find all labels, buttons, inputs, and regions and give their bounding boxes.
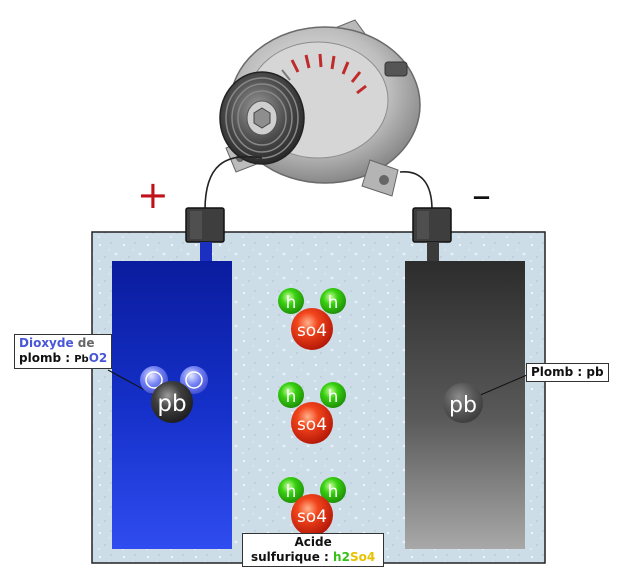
label-dioxyde-word1: Dioxyde [19,336,74,350]
label-plomb-text: Plomb : pb [531,365,604,379]
hydrogen-label: h [328,387,339,407]
lead-atom-positive [151,381,193,423]
molecule-pbo2: pb [140,366,208,423]
sulfate-label: so4 [297,321,327,341]
sulfate-label: so4 [297,415,327,435]
hydrogen-atom [320,382,346,408]
hydrogen-atom [278,477,304,503]
oxygen-atom-right [180,366,208,394]
molecule-h2so4-middle: h h so4 [278,382,346,444]
label-acide-formula-so4: So4 [349,550,376,564]
wire-positive [204,155,263,211]
label-dioxyde-word2: de [77,336,95,350]
label-lead: Plomb : pb [526,363,609,382]
label-acide-line1: Acide [294,535,332,549]
positive-sign: + [137,173,169,217]
lead-atom-negative [443,383,483,423]
hydrogen-label: h [328,482,339,502]
sulfate-ion [291,494,333,536]
negative-sign: – [472,173,491,217]
lead-atom-positive-label: pb [157,391,186,417]
sulfate-ion [291,402,333,444]
hydrogen-label: h [286,482,297,502]
label-dioxyde-formula-o2: O2 [88,351,108,365]
hydrogen-atom [278,288,304,314]
hydrogen-atom [320,288,346,314]
label-sulfuric-acid: Acide sulfurique : h2So4 [242,533,385,567]
sulfate-label: so4 [297,507,327,527]
hydrogen-label: h [286,387,297,407]
label-dioxyde-line2: plomb : [19,351,75,365]
label-dioxyde-formula-pb: Pb [74,354,89,365]
hydrogen-label: h [328,293,339,313]
sulfate-ion [291,308,333,350]
molecule-h2so4-bottom: h h so4 [278,477,346,536]
negative-connector [427,242,439,262]
hydrogen-label: h [286,293,297,313]
wire-negative [399,171,433,211]
hydrogen-atom [320,477,346,503]
label-acide-line2: sulfurique : [251,550,334,564]
label-acide-formula-h2: h2 [333,550,350,564]
molecule-h2so4-top: h h so4 [278,288,346,350]
positive-connector [200,242,212,262]
molecule-pb: pb [443,383,483,423]
hydrogen-atom [278,382,304,408]
lead-atom-negative-label: pb [449,393,477,418]
label-lead-dioxide: Dioxyde de plomb : PbO2 [14,334,113,369]
alternator-icon [219,19,421,197]
